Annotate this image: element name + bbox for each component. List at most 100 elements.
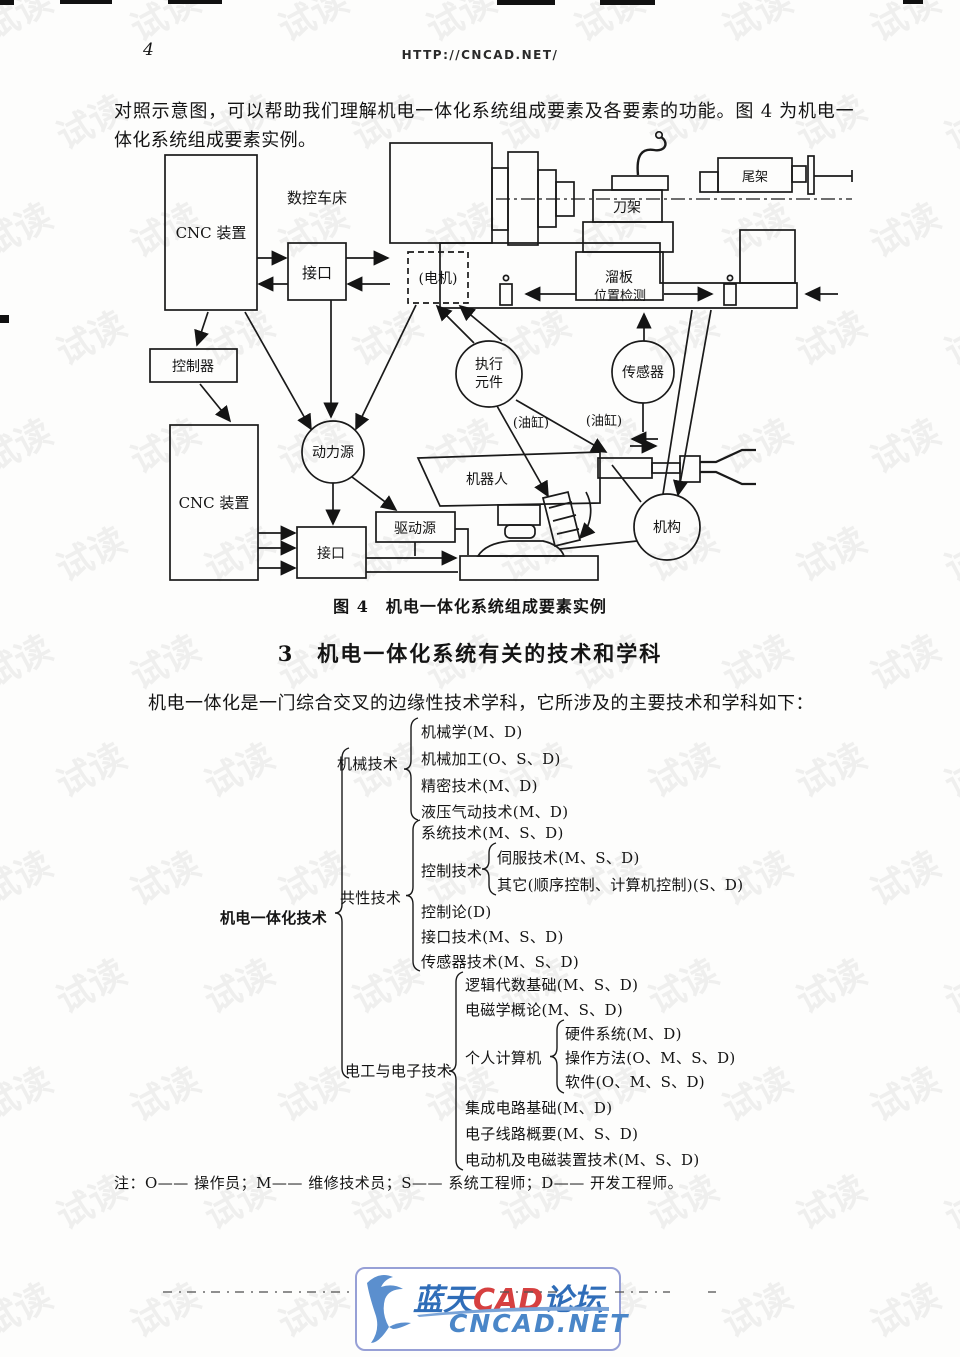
figure4-diagram: CNC 装置 数控车床 接口 (电机) 刀架 尾架 溜板 位置检测 控制器 执行… (149, 130, 853, 581)
trial-watermark: 试读 (864, 0, 948, 51)
sensor-glyph-left (499, 283, 513, 306)
tree-item: 其它(顺序控制、计算机控制)(S、D) (497, 876, 744, 894)
link (351, 476, 398, 512)
position-detect-label: 位置检测 (594, 289, 646, 304)
tree-item: 电磁学概论(M、S、D) (465, 1001, 623, 1019)
tree-item: 传感器技术(M、S、D) (421, 953, 579, 971)
interface1-label: 接口 (302, 264, 332, 282)
controller-label: 控制器 (172, 359, 214, 375)
tree-item: 伺服技术(M、S、D) (497, 849, 640, 867)
link (496, 405, 549, 498)
trial-watermark: 试读 (0, 1276, 60, 1347)
sensor-glyph-pin (502, 274, 510, 282)
trial-watermark: 试读 (124, 0, 208, 51)
tree-item: 电动机及电磁装置技术(M、S、D) (465, 1151, 700, 1169)
link (611, 464, 642, 503)
link (355, 304, 417, 431)
robot-label: 机器人 (466, 472, 508, 488)
tree-root: 机电一体化技术 (220, 909, 328, 927)
sensor-label: 传感器 (622, 364, 664, 381)
footer-dotted-rule (163, 1291, 716, 1293)
brace-pc (549, 1019, 565, 1094)
carriage-box (575, 251, 664, 301)
crank (814, 170, 853, 182)
logo-swoosh-figure (367, 1275, 411, 1343)
scan-artifact (168, 0, 222, 4)
tree-item: 硬件系统(M、D) (565, 1025, 682, 1043)
intro-paragraph: 对照示意图，可以帮助我们理解机电一体化系统组成要素及各要素的功能。图 4 为机电… (114, 101, 854, 151)
scan-artifact (60, 0, 112, 4)
tree-item: 精密技术(M、D) (421, 777, 538, 795)
trial-watermark: 试读 (272, 0, 356, 51)
tree-item: 液压气动技术(M、D) (421, 803, 569, 821)
robot-forearm (597, 457, 653, 479)
robot-base-plate (459, 555, 599, 581)
carriage-label: 溜板 (605, 270, 633, 286)
motor-box (407, 251, 469, 304)
controller-box (149, 348, 238, 383)
scan-artifact (497, 0, 555, 5)
trial-watermark: 试读 (568, 0, 652, 51)
robot-body (416, 451, 601, 507)
robot-base-dome (476, 540, 566, 557)
rotation-arrow (578, 491, 596, 540)
interface2-box (296, 526, 367, 579)
gripper-block (679, 455, 701, 483)
cnc2-label: CNC 装置 (179, 494, 250, 512)
scan-artifact (0, 315, 9, 323)
handwheel (807, 155, 815, 195)
link (244, 311, 312, 431)
tree-item: 逻辑代数基础(M、S、D) (465, 976, 639, 994)
tree-braces (334, 717, 565, 1171)
scan-artifact (600, 0, 655, 5)
brace-root (334, 747, 350, 1079)
headstock (389, 142, 493, 244)
drive-source-label: 驱动源 (394, 521, 436, 537)
scan-artifact (0, 0, 14, 5)
tree-item: 个人计算机 (465, 1049, 542, 1067)
oil-cylinder-left-label: (油缸) (513, 415, 549, 431)
sensor-glyph-pin (726, 274, 734, 282)
robot-shoulder (497, 504, 541, 526)
logo-url: CNCAD.NET (449, 1309, 630, 1338)
tailstock-shaft (791, 165, 807, 183)
tree-item: 软件(O、M、S、D) (565, 1073, 705, 1091)
link (673, 309, 712, 497)
cnc1-box (164, 154, 258, 311)
header-url: HTTP://CNCAD.NET/ (401, 48, 559, 62)
brace-control (481, 842, 497, 896)
trial-watermark: 试读 (0, 0, 60, 51)
tree-item: 系统技术(M、S、D) (421, 824, 564, 842)
tree-item: 电子线路概要(M、S、D) (465, 1125, 639, 1143)
machine-name-label: 数控车床 (287, 189, 347, 207)
brace-electrical (448, 971, 464, 1171)
trial-watermark: 试读 (124, 1276, 208, 1347)
link (455, 528, 469, 555)
section-heading: 3 机电一体化系统有关的技术和学科 (277, 641, 663, 666)
link (194, 311, 209, 347)
oil-cylinder-shape (541, 490, 582, 548)
mechanism-circle (633, 493, 701, 561)
cncad-logo: 蓝天CAD论坛 CNCAD.NET (355, 1267, 627, 1351)
actuator-label-1: 执行 (475, 357, 503, 373)
machine-bed (439, 242, 798, 309)
cnc1-label: CNC 装置 (176, 224, 247, 242)
logo-title-part3: 论坛 (543, 1283, 604, 1318)
logo-underline-swoosh (417, 1306, 609, 1317)
actuator-label-2: 元件 (475, 375, 503, 391)
tree-item: 控制论(D) (421, 903, 492, 921)
link (199, 383, 232, 423)
tailstock-pedestal (739, 229, 796, 284)
tool-lever (636, 135, 667, 176)
link (515, 399, 608, 453)
tree-branch3-label: 电工与电子技术 (345, 1062, 453, 1080)
link (559, 540, 638, 550)
trial-watermark: 试读 (716, 1276, 800, 1347)
figure4-caption: 图 4 机电一体化系统组成要素实例 (333, 597, 607, 616)
tree-item: 机械学(M、D) (421, 723, 523, 741)
section-intro: 机电一体化是一门综合交叉的边缘性技术学科，它所涉及的主要技术和学科如下： (148, 693, 814, 714)
oil-cylinder-right-label: (油缸) (586, 413, 622, 429)
link (435, 304, 475, 344)
trial-watermark: 试读 (272, 1276, 356, 1347)
toolpost-label: 刀架 (613, 200, 641, 216)
